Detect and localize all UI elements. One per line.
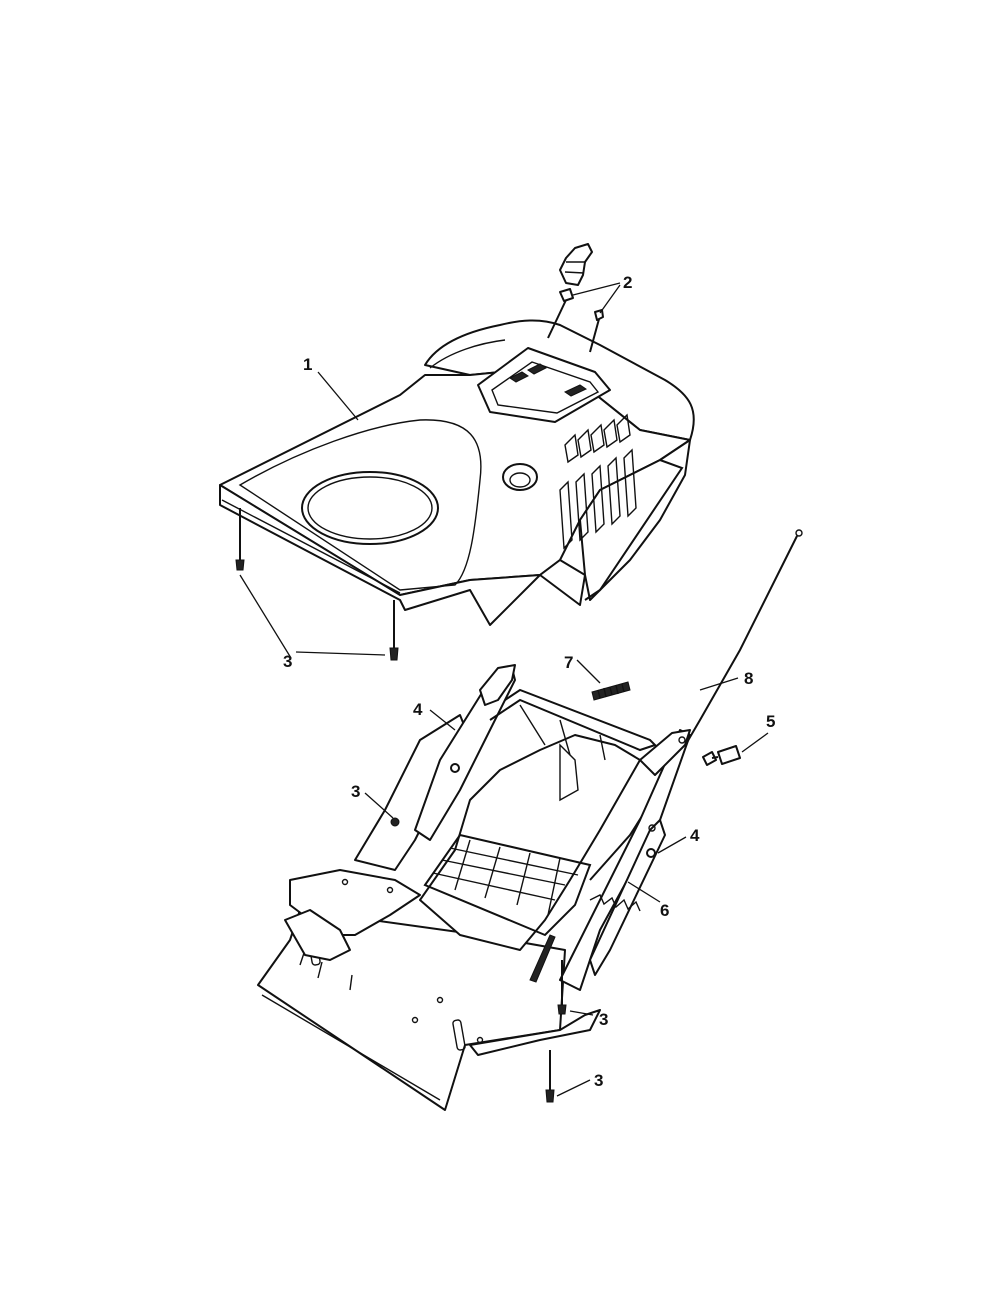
callout-3-lower-right: 3 — [599, 1010, 608, 1029]
callout-4-right: 4 — [690, 826, 700, 845]
upper-louvers — [564, 413, 631, 464]
lower-louvers — [559, 448, 637, 550]
cable — [589, 529, 803, 881]
callout-7: 7 — [564, 653, 573, 672]
grid-floor — [423, 833, 592, 937]
screw-lower-right-2 — [545, 1050, 555, 1103]
screw-upper-left — [235, 508, 245, 571]
screw-lower-right-1 — [557, 960, 567, 1015]
callout-5: 5 — [766, 712, 775, 731]
callout-4-left: 4 — [413, 700, 423, 719]
callout-2: 2 — [623, 273, 632, 292]
leader-lines — [239, 282, 769, 1097]
callout-3-upper: 3 — [283, 652, 292, 671]
callout-1: 1 — [303, 355, 312, 374]
push-pin — [547, 243, 604, 353]
nut-left — [450, 763, 460, 773]
lower-chassis — [257, 664, 691, 1111]
callout-6: 6 — [660, 901, 669, 920]
screw-upper-right — [389, 600, 399, 661]
nut-right — [646, 848, 656, 858]
callout-labels: 1 2 3 3 3 3 4 4 5 6 7 8 — [283, 273, 775, 1090]
upper-shroud — [219, 319, 695, 626]
spring — [591, 681, 631, 701]
callout-3-bottom: 3 — [594, 1071, 603, 1090]
connector — [702, 745, 741, 766]
callout-8: 8 — [744, 669, 753, 688]
screw-lower-left — [390, 817, 400, 827]
callout-3-left: 3 — [351, 782, 360, 801]
